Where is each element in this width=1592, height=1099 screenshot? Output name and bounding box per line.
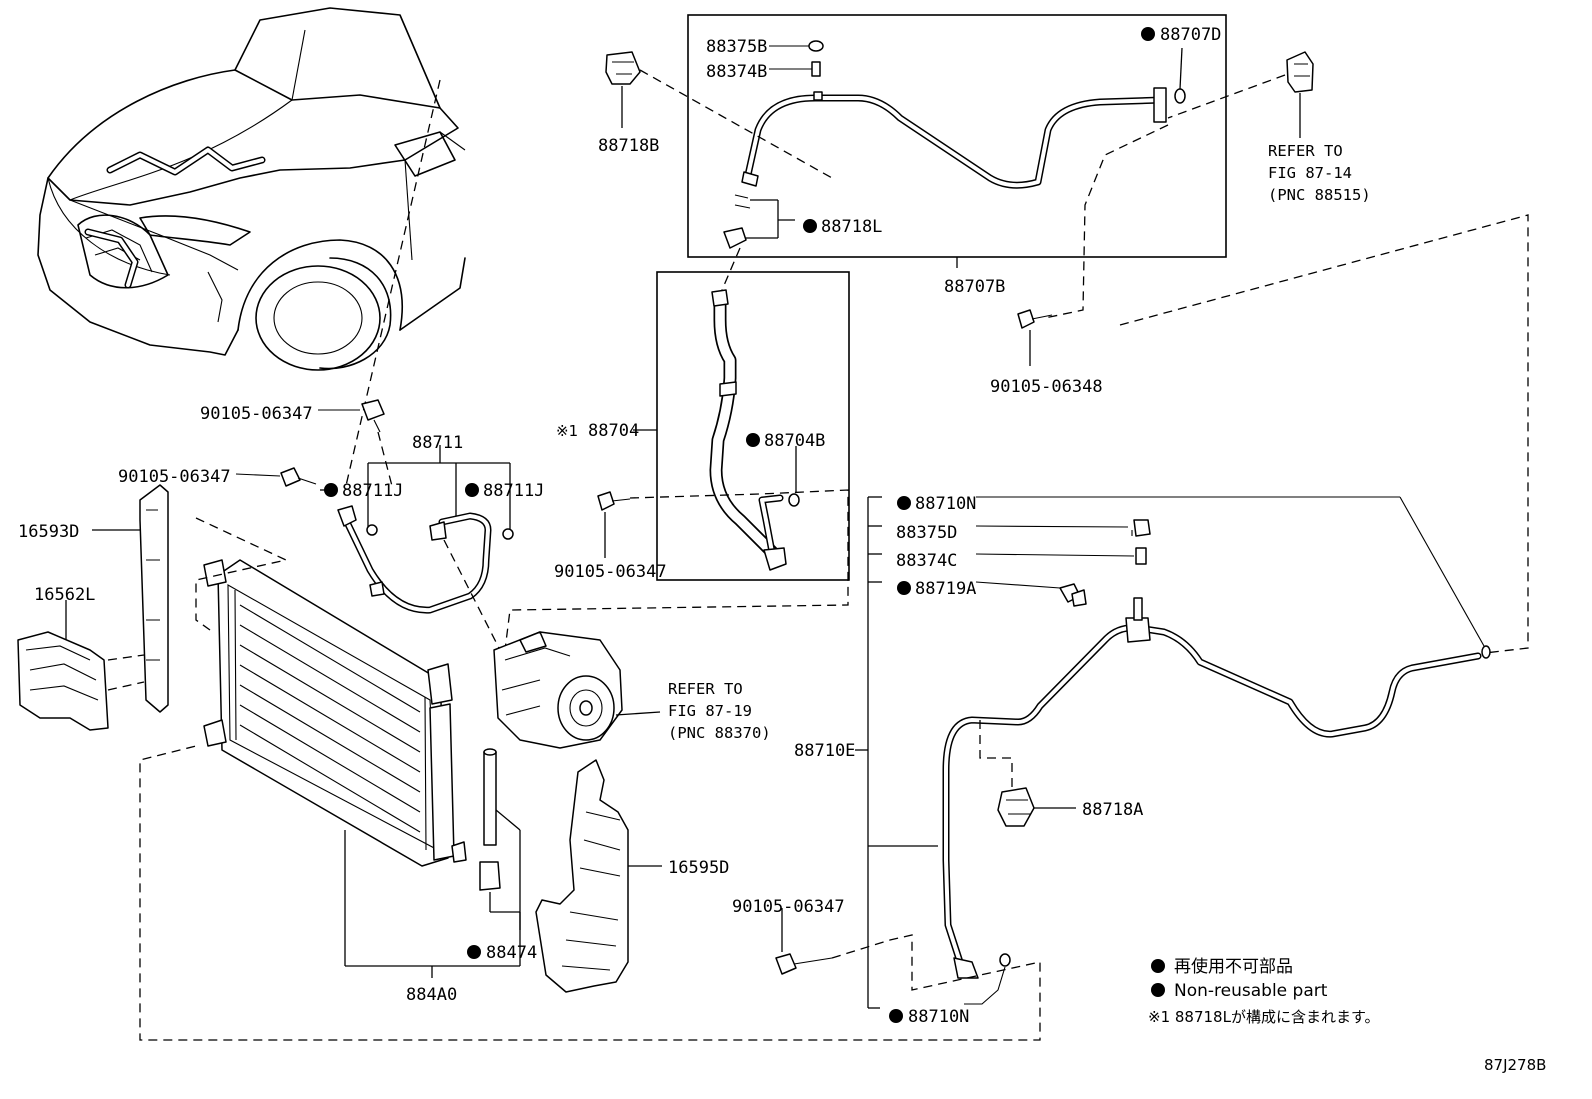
legend-marker (1151, 959, 1165, 973)
dryer-88474 (479, 748, 521, 930)
condenser-884A0 (195, 517, 521, 978)
vehicle-front-illustration (37, 7, 466, 491)
label-88710N-bottom: 88710N (908, 1007, 969, 1027)
label-88704-mark: ※1 (556, 422, 578, 440)
non-reusable-marker (897, 581, 911, 595)
label-88710N-top: 88710N (915, 494, 976, 514)
legend: 再使用不可部品 Non-reusable part ※1 88718Lが構成に含… (1148, 956, 1379, 1026)
label-88704B: 88704B (764, 431, 825, 451)
reference-fig-87-14-line3: (PNC 88515) (1268, 186, 1371, 204)
bolt-90105-06347-lower (139, 744, 1041, 1041)
reference-dashed-path (1119, 214, 1529, 654)
label-88718A: 88718A (1082, 800, 1143, 820)
label-88707B: 88707B (944, 277, 1005, 297)
label-90105-06347-mid: 90105-06347 (554, 562, 667, 582)
connector-fig-87-14 (1044, 51, 1314, 319)
label-88718B: 88718B (598, 136, 659, 156)
non-reusable-marker (324, 483, 338, 497)
reference-fig-87-14-line2: FIG 87-14 (1268, 164, 1352, 182)
seal-16595D (535, 759, 662, 993)
label-88711J-b: 88711J (483, 481, 544, 501)
label-88718L: 88718L (821, 217, 882, 237)
label-90105-06348: 90105-06348 (990, 377, 1103, 397)
reference-fig-87-19-line1: REFER TO (668, 680, 743, 698)
label-88704: 88704 (588, 421, 639, 441)
non-reusable-marker (1141, 27, 1155, 41)
hose-assembly-88711 (235, 399, 514, 651)
bolt-90105-06348 (1017, 309, 1053, 366)
clamp-88718A (997, 787, 1076, 827)
legend-footnote: ※1 88718Lが構成に含まれます。 (1148, 1008, 1379, 1026)
label-90105-06347-left: 90105-06347 (118, 467, 231, 487)
label-90105-06347-top: 90105-06347 (200, 404, 313, 424)
label-88719A: 88719A (915, 579, 976, 599)
label-88710E: 88710E (794, 741, 855, 761)
non-reusable-marker (897, 496, 911, 510)
part-callouts: 88375B 88374B 88707D 88718B 88718L 88707… (18, 25, 1371, 1027)
assembly-box-88704 (504, 247, 850, 651)
compressor-fig-87-19 (493, 631, 661, 749)
figure-code: 87J278B (1484, 1056, 1546, 1074)
assembly-box-88707B (639, 14, 1227, 268)
label-88375B: 88375B (706, 37, 767, 57)
non-reusable-marker (465, 483, 479, 497)
seal-16562L (17, 600, 145, 731)
seal-16593D (92, 484, 169, 713)
non-reusable-marker (467, 945, 481, 959)
non-reusable-marker (746, 433, 760, 447)
reference-fig-87-19-line2: FIG 87-19 (668, 702, 752, 720)
reference-fig-87-19-line3: (PNC 88370) (668, 724, 771, 742)
legend-marker (1151, 983, 1165, 997)
label-88711J-a: 88711J (342, 481, 403, 501)
legend-non-reusable-en: Non-reusable part (1174, 981, 1328, 1001)
label-88474: 88474 (486, 943, 537, 963)
label-16562L: 16562L (34, 585, 95, 605)
tube-assembly-88710E (855, 496, 1491, 1009)
clamp-88718B (605, 51, 641, 128)
legend-non-reusable-jp: 再使用不可部品 (1174, 956, 1293, 977)
label-88707D: 88707D (1160, 25, 1221, 45)
label-88374C: 88374C (896, 551, 957, 571)
label-88711: 88711 (412, 433, 463, 453)
label-16595D: 16595D (668, 858, 729, 878)
non-reusable-marker (889, 1009, 903, 1023)
label-90105-06347-bottom: 90105-06347 (732, 897, 845, 917)
label-16593D: 16593D (18, 522, 79, 542)
reference-fig-87-14-line1: REFER TO (1268, 142, 1343, 160)
label-88374B: 88374B (706, 62, 767, 82)
non-reusable-marker (803, 219, 817, 233)
label-88375D: 88375D (896, 523, 957, 543)
label-884A0: 884A0 (406, 985, 457, 1005)
